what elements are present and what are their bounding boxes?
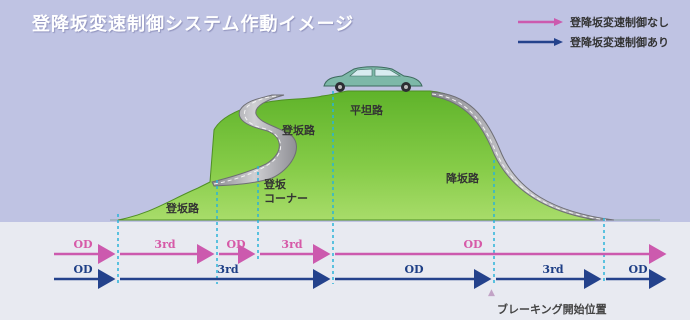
uphill-winding-road [211,94,297,187]
legend-arrow-pink [518,18,563,26]
label-flat: 平坦路 [350,104,383,117]
gear-label-with: OD [628,263,648,276]
gear-label-without: OD [463,238,483,251]
label-downhill: 降坂路 [446,172,479,185]
legend-arrow-blue [518,38,563,46]
gear-label-without: 3rd [154,238,176,251]
label-uphill-corner: 登坂 コーナー [264,178,308,205]
gear-label-with: 3rd [217,263,239,276]
legend-label: 登降坂変速制御なし [570,16,669,29]
section-boundaries [117,91,605,284]
downhill-road-centerline [431,93,607,221]
label-uphill-mid: 登坂路 [282,124,315,137]
braking-start-label: ブレーキング開始位置 [497,303,607,316]
gear-label-with: 3rd [542,263,564,276]
gear-label-with: OD [73,263,93,276]
braking-marker-icon: ▲ [488,288,495,298]
gear-label-without: OD [226,238,246,251]
diagram-title: 登降坂変速制御システム作動イメージ [32,14,355,35]
legend-item-without: 登降坂変速制御なし [518,12,690,32]
gear-label-without: 3rd [281,238,303,251]
gear-label-with: OD [404,263,424,276]
legend: 登降坂変速制御なし 登降坂変速制御あり [518,12,690,52]
legend-item-with: 登降坂変速制御あり [518,32,690,52]
legend-label: 登降坂変速制御あり [570,36,669,49]
label-uphill-left: 登坂路 [166,202,199,215]
downhill-road [431,91,615,221]
gear-label-without: OD [73,238,93,251]
car-icon [323,66,423,92]
uphill-road-centerline [213,95,282,185]
